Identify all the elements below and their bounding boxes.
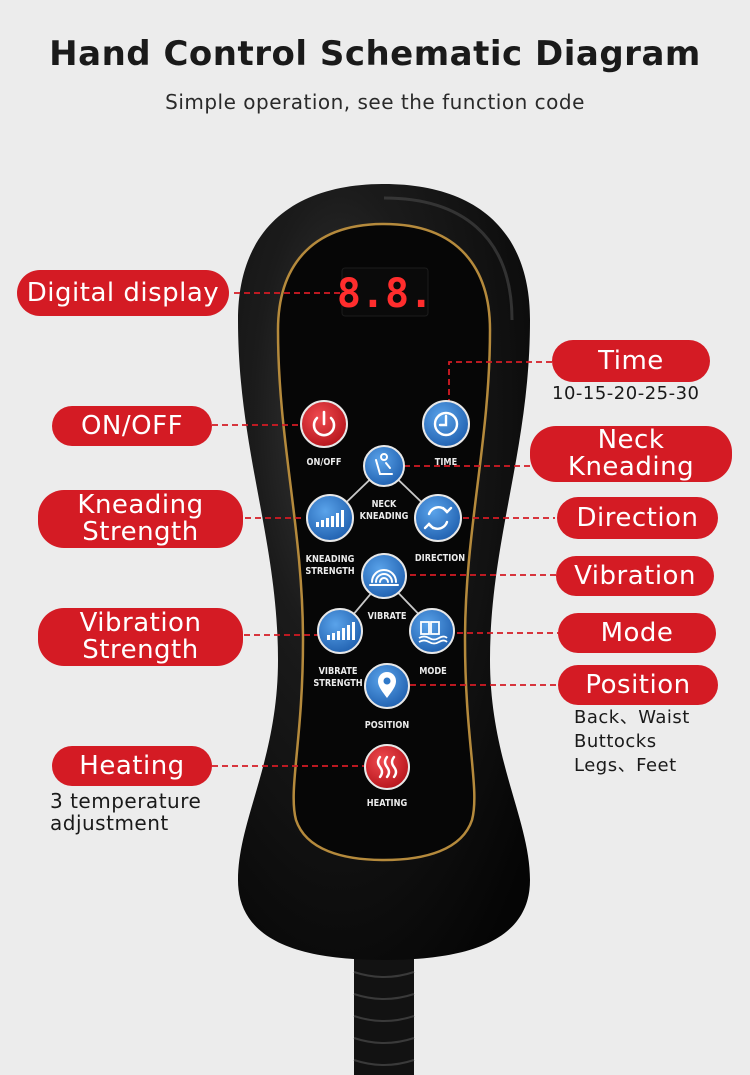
strength-bars-icon	[327, 622, 355, 640]
time-button-label: TIME	[434, 457, 458, 468]
digital-display: 8.8.	[337, 267, 433, 317]
mode-grid-icon	[418, 621, 448, 645]
position-options-note: Back、Waist Buttocks Legs、Feet	[574, 707, 690, 776]
callout-vibration: Vibration	[556, 556, 714, 596]
page-subtitle: Simple operation, see the function code	[165, 90, 585, 114]
onoff-button[interactable]	[300, 400, 348, 448]
callout-direction: Direction	[557, 497, 718, 539]
display-readout: 8.8.	[337, 271, 433, 317]
heating-button[interactable]	[364, 744, 410, 790]
time-options-note: 10-15-20-25-30	[552, 383, 700, 404]
clock-icon	[433, 411, 459, 437]
location-pin-icon	[378, 672, 396, 698]
callout-position: Position	[558, 665, 718, 705]
mode-label: MODE	[419, 666, 447, 677]
vibrate-label: VIBRATE	[367, 611, 407, 622]
kneading-strength-button[interactable]	[306, 494, 354, 542]
page-title: Hand Control Schematic Diagram	[49, 34, 701, 74]
position-label: POSITION	[364, 720, 410, 731]
heat-waves-icon	[376, 755, 398, 779]
time-button[interactable]	[422, 400, 470, 448]
rotate-arrows-icon	[423, 506, 453, 530]
control-panel	[276, 222, 492, 862]
direction-button[interactable]	[414, 494, 462, 542]
direction-label: DIRECTION	[414, 553, 466, 564]
strength-bars-icon	[316, 510, 344, 527]
heating-label: HEATING	[366, 798, 408, 809]
heating-options-note: 3 temperature adjustment	[50, 789, 202, 835]
callout-time: Time	[552, 340, 710, 382]
massage-chair-icon	[375, 453, 393, 475]
leader-lines	[212, 292, 558, 767]
position-button[interactable]	[364, 663, 410, 709]
callout-onoff: ON/OFF	[52, 406, 212, 446]
callout-heating: Heating	[52, 746, 212, 786]
vibration-waves-icon	[369, 569, 399, 586]
mode-button[interactable]	[409, 608, 455, 654]
callout-digital-display: Digital display	[17, 270, 229, 316]
neck-kneading-button[interactable]	[363, 445, 405, 487]
callout-mode: Mode	[558, 613, 716, 653]
onoff-button-label: ON/OFF	[306, 457, 342, 468]
power-icon	[312, 410, 336, 437]
vibrate-strength-button[interactable]	[317, 608, 363, 654]
vibrate-button[interactable]	[361, 553, 407, 599]
